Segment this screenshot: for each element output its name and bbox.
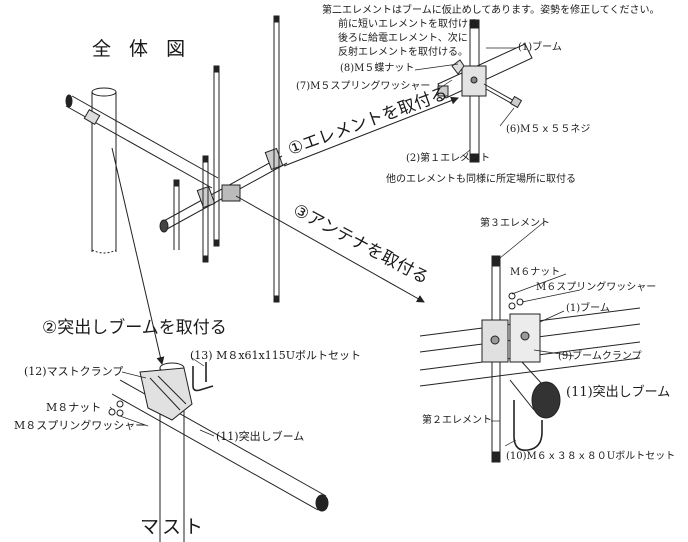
diagram-title: 全 体 図: [92, 38, 192, 60]
overall-element-reflector: [273, 15, 280, 303]
detail-m6-nuts: [508, 292, 524, 310]
overall-extension-boom: [65, 94, 219, 189]
label-extension-boom-right: (11)突出しブーム: [566, 385, 671, 400]
label-other-elements: 他のエレメントも同様に所定場所に取付る: [386, 174, 576, 185]
detail-extension-boom: [111, 379, 329, 512]
label-boom-clamp: (9)ブームクランプ: [558, 351, 642, 362]
arrow-step1: [283, 96, 459, 167]
label-m8-nut: M８ナット: [46, 401, 102, 414]
arrow-step3: [235, 195, 425, 303]
label-mast-clamp: (12)マストクランプ: [24, 365, 124, 378]
label-m5-screw: (6)M５ｘ５５ネジ: [506, 124, 591, 135]
label-m8-u-bolt-set: (13) M８x61x115Uボルトセット: [190, 349, 362, 362]
note-line-2: 前に短いエレメントを取付ける: [338, 19, 478, 30]
label-m8-spring-washer: M８スプリングワッシャー: [14, 419, 147, 432]
overall-main-boom: [159, 147, 288, 233]
detail-u-bolt-m6: [513, 400, 543, 452]
label-element-3: 第３エレメント: [480, 218, 550, 229]
detail-screw: [483, 83, 523, 109]
step2-label: ②突出しブームを取付る: [42, 318, 227, 338]
label-m5-spring-washer: (7)M５スプリングワッシャー: [296, 81, 431, 92]
boom-mount-detail: [108, 362, 329, 542]
note-line-3: 後ろに給電エレメント、次に: [338, 33, 468, 44]
label-extension-boom-left: (11)突出しブーム: [216, 430, 305, 443]
label-boom-right: (1)ブーム: [566, 303, 610, 314]
overall-mast: [91, 87, 117, 254]
label-mast: マスト: [140, 516, 207, 538]
antenna-mount-detail: [419, 255, 641, 463]
note-line-1: 第二エレメントはブームに仮止めしてあります。姿勢を修正してください。: [322, 5, 660, 16]
label-m6-spring-washer: M６スプリングワッシャー: [536, 282, 657, 293]
label-element-1: (2)第１エレメント: [406, 153, 491, 164]
label-element-2: 第２エレメント: [422, 415, 492, 426]
overall-element-radiator: [213, 65, 220, 247]
detail-u-bolt: [192, 362, 214, 392]
detail-boom-clamp: [481, 313, 541, 363]
note-line-4: 反射エレメントを取付ける。: [338, 47, 468, 58]
label-m5-wing-nut: (8)M５蝶ナット: [340, 63, 415, 74]
detail-bracket: [461, 65, 487, 97]
label-m6-nut: M６ナット: [510, 267, 561, 278]
detail-mast-clamp: [139, 367, 193, 421]
label-m6-u-bolt-set: (10)M６ｘ３８ｘ８０Uボルトセット: [506, 451, 676, 462]
label-boom-1: (1)ブーム: [518, 42, 562, 53]
detail-extension-boom-right: [509, 361, 561, 419]
detail-wing-nut: [451, 59, 465, 75]
overall-element-director: [202, 155, 209, 263]
leader-lines: [109, 47, 581, 447]
arrow-step2: [111, 147, 165, 365]
overall-view: [65, 15, 288, 303]
element-mount-detail: [437, 19, 533, 163]
overall-element-rear: [173, 179, 180, 250]
